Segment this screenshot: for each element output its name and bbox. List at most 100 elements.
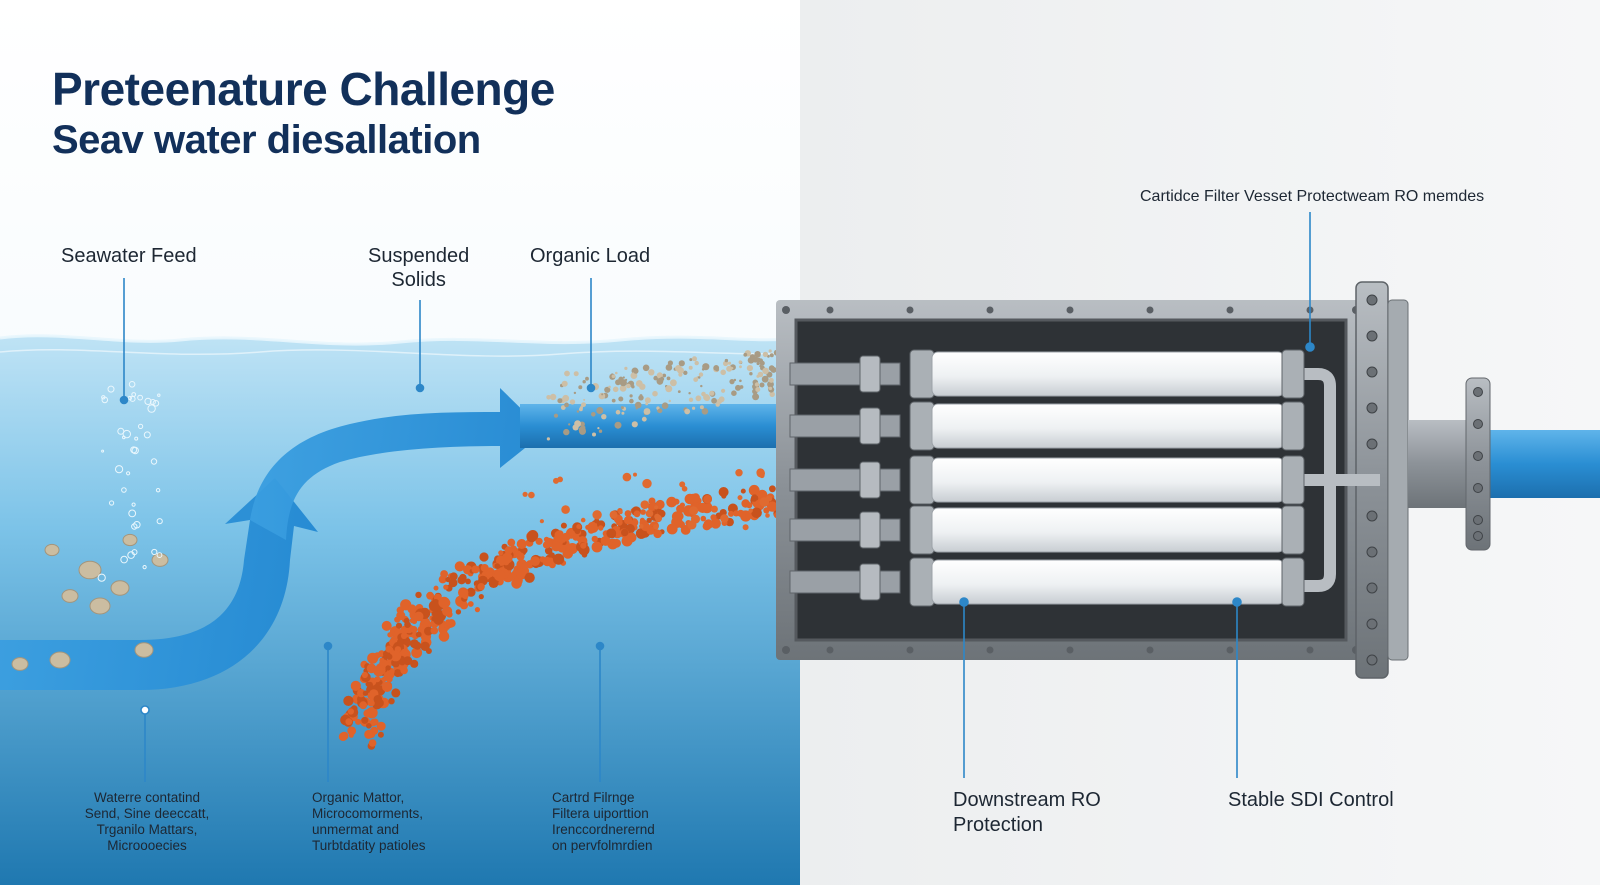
sediment-grain [768,377,774,383]
sediment-grain [694,360,699,366]
bolt [1066,646,1074,654]
inlet-coupling [859,461,881,499]
organic-particle [495,555,507,566]
sediment-grain [769,353,774,358]
label-stable-sdi: Stable SDI Control [1228,789,1394,811]
sediment-grain [715,402,720,407]
organic-particle [640,500,650,510]
sediment-grain [755,387,761,392]
organic-particle [551,541,562,552]
organic-particle [557,476,563,483]
sediment-grain [695,395,702,402]
sediment-grain [615,379,621,386]
organic-particle [431,610,438,617]
organic-particle [666,496,677,508]
cartridge-end-cap [1281,349,1305,399]
organic-particle [397,638,404,646]
leader-dot-organic-load [586,383,596,393]
organic-particle [386,653,393,660]
organic-particle [347,708,354,715]
sediment-grain [731,390,737,397]
sediment-grain [697,376,701,379]
organic-particle [498,550,504,556]
organic-particle [467,601,474,607]
sediment-grain [611,398,616,403]
sediment-grain [581,403,585,407]
sediment-grain [677,390,681,393]
organic-particle [710,514,717,521]
sediment-grain [738,360,742,364]
organic-particle [399,659,406,666]
bolt [986,306,994,314]
bubble [138,423,144,429]
organic-particle [710,518,721,529]
outlet-bolt [1473,419,1483,429]
leader-dot-downstream-ro [959,597,969,607]
sediment-grain [620,406,624,410]
callout-lines [119,212,1315,782]
sediment-grain [560,405,566,410]
sediment-grain [557,398,563,404]
organic-particle [433,585,439,591]
sediment-grain [638,395,644,401]
sediment-grain [652,390,658,397]
sediment-grain [724,358,729,363]
cartridge-end-cap [909,349,935,399]
bubble [150,458,158,465]
organic-particle [426,591,434,600]
organic-particle [562,532,571,542]
organic-particle [413,611,424,622]
sediment-grain [733,378,737,382]
organic-particle [633,472,637,477]
organic-particle [421,617,430,626]
water-surface [0,334,801,346]
organic-particle [765,513,770,518]
sediment-grain [684,408,691,415]
title-line-2: Seav water diesallation [52,118,481,162]
organic-particle [621,535,633,547]
bubble [131,523,138,530]
flange-bolt [1366,402,1378,414]
bubble [137,394,144,401]
organic-particle [396,611,406,621]
organic-particle [424,626,433,636]
sediment-stone [151,553,169,567]
organic-particle [375,698,384,708]
organic-particle [373,665,385,677]
sediment-grain [619,379,627,387]
sediment-grain [670,379,677,387]
organic-particle [410,659,419,668]
bolt [1226,306,1234,314]
sediment-grain [576,410,580,413]
sediment-grain [639,394,643,398]
organic-particle [718,487,729,497]
organic-particle [623,516,633,525]
organic-particle [438,575,447,584]
bolt [782,306,790,314]
organic-particle [640,509,646,515]
cartridge-end-cap [1281,401,1305,451]
cartridge-end-cap [909,505,935,555]
sediment-grain [770,366,777,373]
organic-particle [507,538,516,547]
organic-particle [368,739,377,747]
water-ripple [0,348,801,357]
organic-particle [466,587,476,597]
organic-particle [687,520,697,530]
sediment-grain [688,365,693,370]
bubble [127,551,135,559]
organic-particle [609,510,618,519]
organic-particle [675,512,684,521]
organic-particle [645,509,654,518]
flange-bolt [1366,330,1378,342]
outlet-bolt [1473,531,1483,541]
organic-particle [591,535,598,543]
flow-arrow-main [250,388,545,540]
organic-particle [478,575,488,586]
organic-particle [379,657,385,663]
organic-particle [400,666,408,675]
organic-particle [494,570,506,582]
sediment-grain [601,414,607,420]
bubble [109,500,115,506]
sediment-grain [592,432,596,437]
